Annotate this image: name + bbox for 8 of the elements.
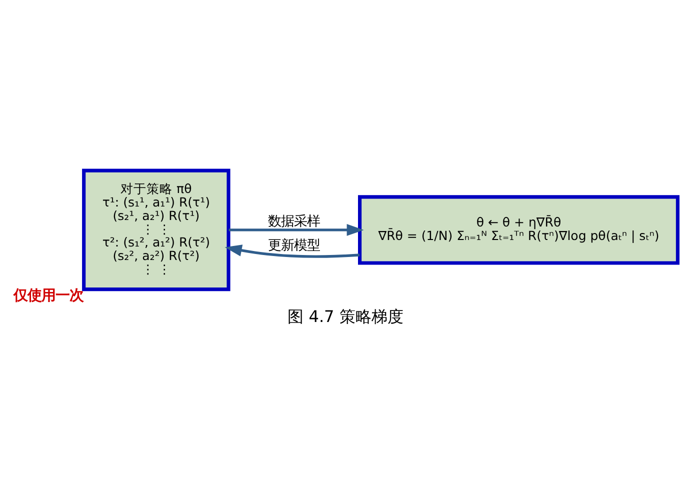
node-box: θ ← θ + η∇R̄θ ∇R̄θ = (1/N) Σₙ₌₁ᴺ Σₜ₌₁ᵀⁿ R(τⁿ)∇log pθ(aₜⁿ | sₜⁿ) (358, 194, 680, 264)
caption: 图 4.7 策略梯度 (288, 306, 404, 326)
arrow (228, 224, 364, 236)
node-box: 对于策略 πθ τ¹: (s₁¹, a₁¹) R(τ¹) (s₂¹, a₂¹) R(τ¹) ⋮ ⋮ τ²: (s₁², a₁²) R(τ²) (s₂², a₂²) R(τ²) ⋮ ⋮ (82, 168, 230, 291)
arrow (224, 244, 360, 258)
node-label: 仅使用一次 (13, 287, 84, 304)
edge-label: 更新模型 (268, 238, 320, 254)
edge-label: 数据采样 (268, 214, 320, 229)
